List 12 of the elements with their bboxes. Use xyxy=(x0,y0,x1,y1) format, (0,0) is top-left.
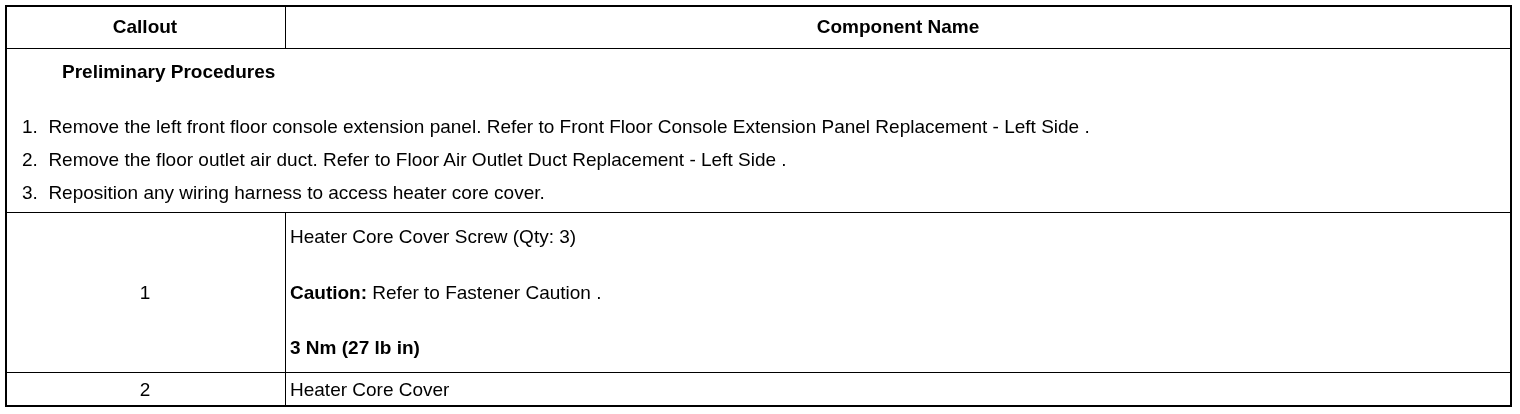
component-name: Heater Core Cover Screw (Qty: 3) xyxy=(290,226,577,248)
procedure-step: 3. Reposition any wiring harness to access heater core cover. xyxy=(22,182,545,204)
torque-spec: 3 Nm (27 lb in) xyxy=(290,337,420,359)
procedure-step: 2. Remove the floor outlet air duct. Refer to Floor Air Outlet Duct Replacement - Left Side . xyxy=(22,149,787,171)
component-name: Heater Core Cover xyxy=(290,379,450,401)
callout-number: 1 xyxy=(139,282,151,304)
caution-note: Caution: Refer to Fastener Caution . xyxy=(290,282,602,304)
section-heading: Preliminary Procedures xyxy=(62,61,276,83)
column-header: Callout xyxy=(112,16,178,38)
procedure-step: 1. Remove the left front floor console extension panel. Refer to Front Floor Console Extension Panel Replacement - Left Side . xyxy=(22,116,1090,138)
callout-number: 2 xyxy=(139,379,151,401)
column-header: Component Name xyxy=(816,16,980,38)
